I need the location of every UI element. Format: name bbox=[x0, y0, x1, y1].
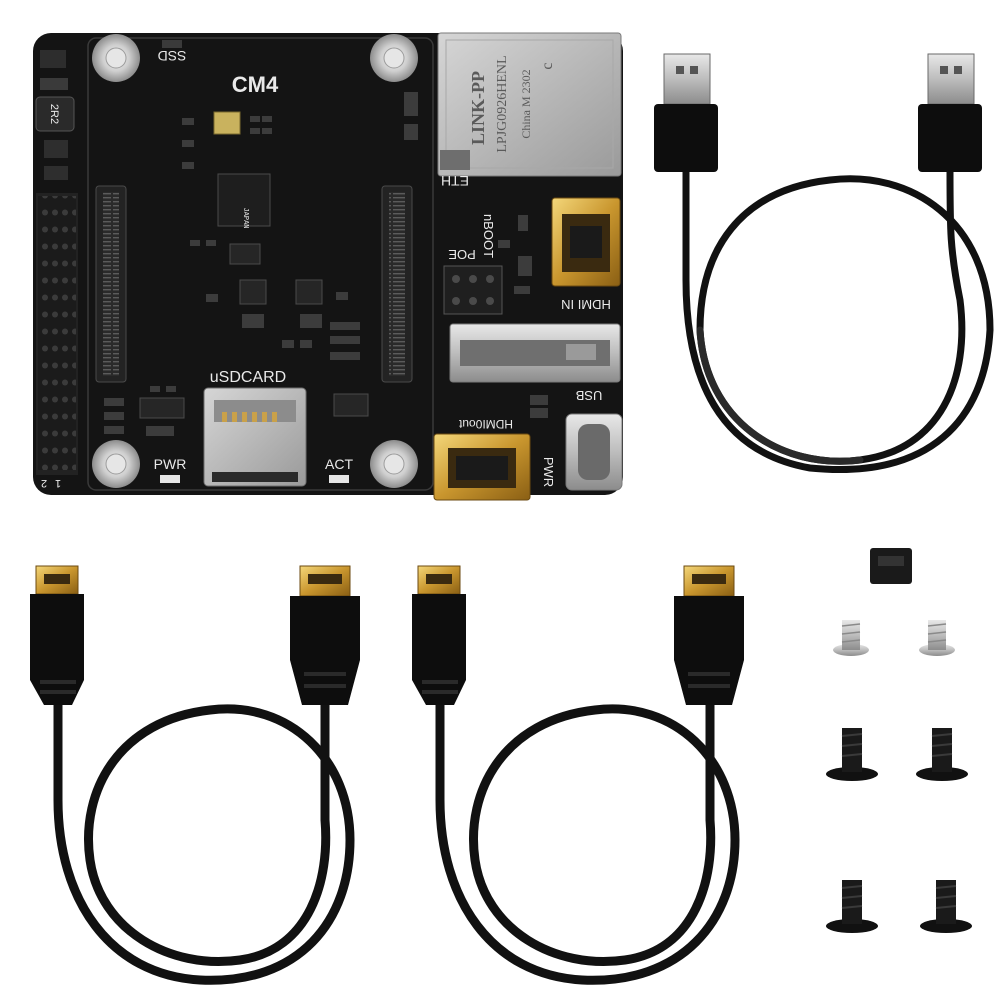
hdmi-in-port bbox=[551, 197, 621, 287]
hdmi-in-label: HDMI IN bbox=[561, 297, 611, 312]
hdmi-out-label: HDMI0out bbox=[458, 417, 513, 431]
ethernet-jack: LINK-PP LPJG0926HENL China M 2302 c bbox=[437, 32, 622, 177]
poe-label: POE bbox=[448, 247, 476, 262]
pwr-port-label: PWR bbox=[541, 457, 556, 487]
eth-brand: LINK-PP bbox=[468, 71, 488, 145]
pwr-led bbox=[160, 475, 180, 483]
usb-a-plug-right bbox=[927, 53, 975, 105]
black-screw bbox=[920, 880, 972, 933]
header-pin1-label: 1 bbox=[55, 477, 61, 489]
pwr-led-label: PWR bbox=[154, 456, 187, 472]
eth-part-number: LPJG0926HENL bbox=[495, 55, 510, 152]
carrier-board: 1 2 2R2 SSD CM4 JAPAN bbox=[33, 32, 623, 501]
black-screw bbox=[916, 728, 968, 781]
hdmi-out-port bbox=[433, 433, 531, 501]
act-led bbox=[329, 475, 349, 483]
usb-c-power-port bbox=[565, 413, 623, 491]
silver-screw bbox=[833, 620, 869, 656]
ssd-label: SSD bbox=[158, 48, 187, 64]
silver-screw bbox=[919, 620, 955, 656]
poe-header bbox=[443, 265, 503, 315]
microsd-slot bbox=[203, 387, 307, 487]
gpio-header: 1 2 bbox=[36, 193, 78, 489]
eth-cert: c bbox=[539, 62, 556, 69]
hdmi-cable-1 bbox=[30, 565, 360, 985]
black-screw bbox=[826, 728, 878, 781]
ic-chip bbox=[217, 173, 271, 227]
usb-cable bbox=[654, 53, 994, 473]
act-led-label: ACT bbox=[325, 456, 353, 472]
chip-marking: JAPAN bbox=[241, 207, 249, 228]
inductor-marking: 2R2 bbox=[48, 104, 60, 124]
usb-a-plug-left bbox=[663, 53, 711, 105]
sdcard-label: uSDCARD bbox=[210, 369, 286, 386]
usb-label: USB bbox=[576, 388, 603, 403]
usb-port bbox=[449, 323, 621, 383]
board-title: CM4 bbox=[232, 72, 279, 97]
black-screw bbox=[826, 880, 878, 933]
hdmi-cable-2 bbox=[412, 565, 744, 985]
nboot-label: nBOOT bbox=[481, 214, 496, 258]
inductor bbox=[35, 96, 75, 132]
eth-origin: China M 2302 bbox=[519, 69, 533, 138]
jumper-cap bbox=[870, 548, 912, 584]
eth-label: ETH bbox=[441, 173, 469, 189]
header-pin2-label: 2 bbox=[41, 477, 47, 489]
